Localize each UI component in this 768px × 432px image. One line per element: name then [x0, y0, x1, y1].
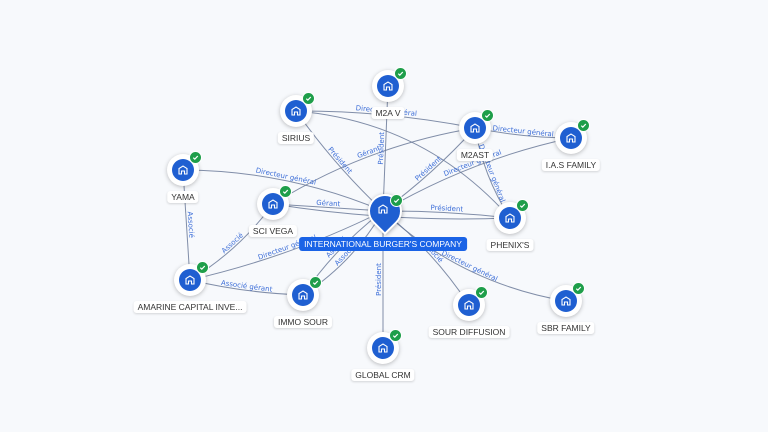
check-icon — [279, 185, 292, 198]
check-icon — [577, 119, 590, 132]
company-label[interactable]: AMARINE CAPITAL INVE... — [133, 301, 247, 313]
node-badge[interactable] — [372, 67, 407, 102]
building-icon — [372, 337, 394, 359]
building-icon — [375, 201, 391, 217]
company-label[interactable]: SBR FAMILY — [537, 322, 595, 334]
node-badge[interactable] — [174, 261, 209, 296]
check-icon — [394, 67, 407, 80]
company-label[interactable]: M2AST — [456, 149, 494, 161]
edge-sirius-phenixs — [295, 110, 511, 219]
edge-label: Associé — [186, 211, 196, 238]
check-icon — [196, 261, 209, 274]
company-label[interactable]: YAMA — [167, 191, 199, 203]
edge-label: Directeur général — [440, 249, 499, 283]
check-icon — [481, 109, 494, 122]
company-label[interactable]: M2A V — [371, 107, 405, 119]
company-label[interactable]: IMMO SOUR — [273, 316, 333, 328]
building-icon — [555, 290, 577, 312]
edge-label: Directeur général — [492, 124, 554, 138]
check-icon — [309, 276, 322, 289]
edge-ias-center — [382, 137, 572, 212]
company-label[interactable]: I.A.S FAMILY — [541, 159, 601, 171]
building-icon — [499, 207, 521, 229]
check-icon — [389, 329, 402, 342]
company-label[interactable]: PHENIX'S — [486, 239, 534, 251]
edge-sbr-center — [382, 210, 567, 302]
check-icon — [189, 151, 202, 164]
building-icon — [560, 127, 582, 149]
node-badge[interactable] — [459, 109, 494, 144]
check-icon — [572, 282, 585, 295]
edge-m2ast-scivega — [272, 127, 476, 205]
check-icon — [302, 92, 315, 105]
edge-label: Président — [375, 263, 383, 296]
edge-label: Président — [430, 204, 463, 214]
node-badge[interactable] — [167, 151, 202, 186]
check-icon — [475, 286, 488, 299]
building-icon — [262, 193, 284, 215]
node-badge[interactable] — [257, 185, 292, 220]
node-badge[interactable] — [280, 92, 315, 127]
edge-label: Président — [414, 155, 444, 183]
building-icon — [464, 117, 486, 139]
node-badge[interactable] — [453, 286, 488, 321]
building-icon — [292, 284, 314, 306]
building-icon — [377, 75, 399, 97]
edge-yama-center — [182, 169, 384, 212]
building-icon — [179, 269, 201, 291]
edge-label: Gérant — [316, 199, 341, 209]
company-label[interactable]: GLOBAL CRM — [351, 369, 415, 381]
center-company-label[interactable]: INTERNATIONAL BURGER'S COMPANY — [299, 237, 467, 251]
check-icon — [516, 199, 529, 212]
edge-label: Associé gérant — [220, 279, 273, 294]
building-icon — [458, 294, 480, 316]
edge-label: Associé — [220, 231, 245, 255]
node-badge[interactable] — [555, 119, 590, 154]
building-icon — [285, 100, 307, 122]
company-label[interactable]: SIRIUS — [277, 132, 315, 144]
edge-amarine-center — [189, 210, 384, 281]
edge-label: Président — [377, 132, 386, 165]
edge-label: Président — [326, 146, 354, 176]
company-label[interactable]: SOUR DIFFUSION — [428, 326, 510, 338]
node-badge[interactable] — [494, 199, 529, 234]
node-badge[interactable] — [550, 282, 585, 317]
company-label[interactable]: SCI VEGA — [248, 225, 298, 237]
check-icon — [390, 194, 403, 207]
node-badge[interactable] — [367, 329, 402, 364]
node-badge[interactable] — [287, 276, 322, 311]
building-icon — [172, 159, 194, 181]
